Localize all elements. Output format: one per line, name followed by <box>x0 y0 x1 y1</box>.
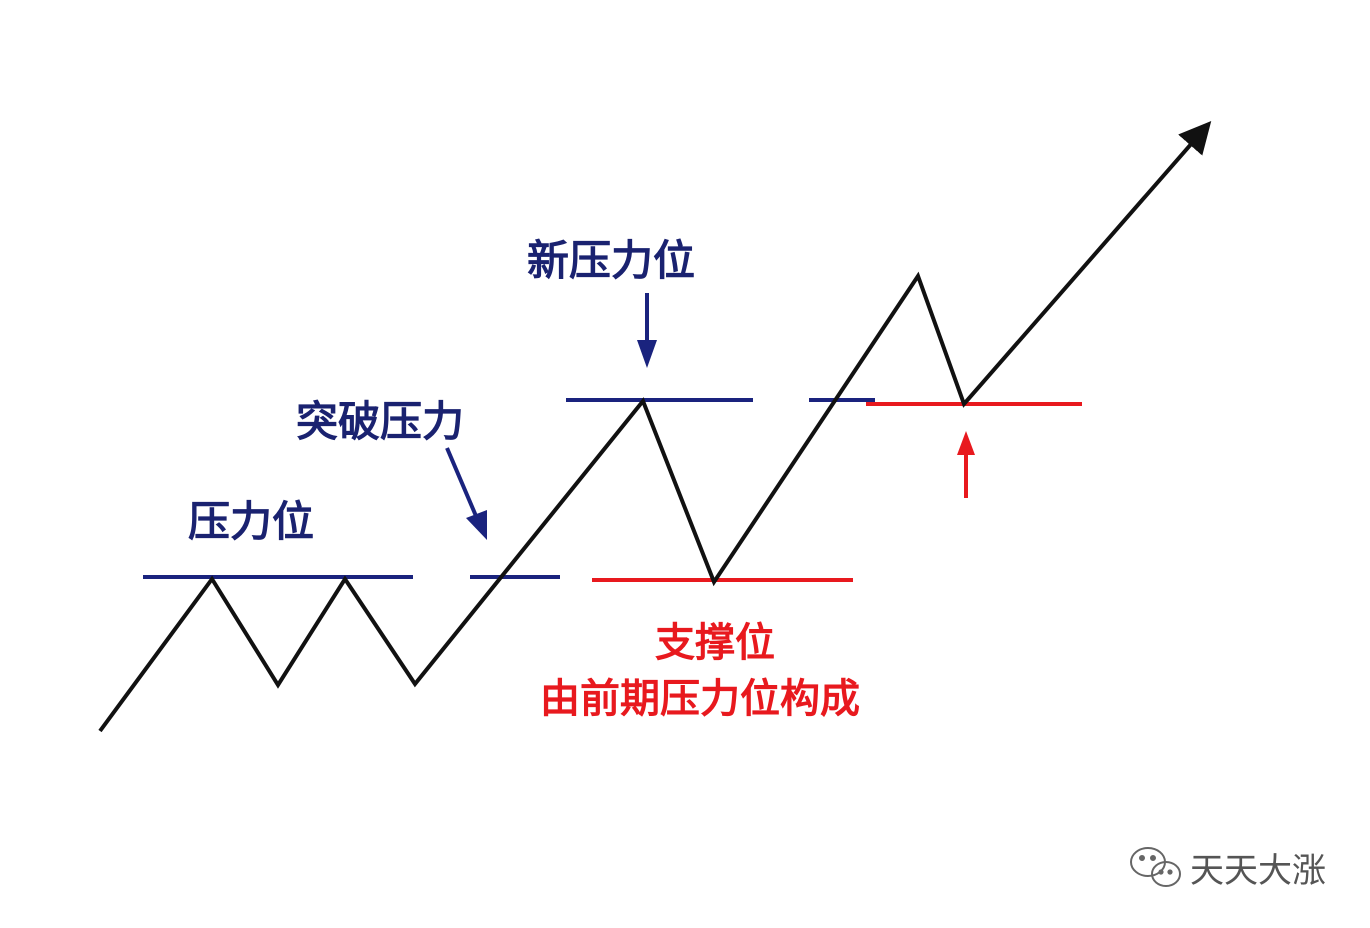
support-note-label: 由前期压力位构成 <box>540 676 860 722</box>
support-label: 支撑位 <box>655 620 775 666</box>
watermark-text: 天天大涨 <box>1190 851 1326 891</box>
breakthrough-label: 突破压力 <box>296 397 464 446</box>
new-resistance-arrow <box>637 293 657 368</box>
price-line <box>98 120 1212 733</box>
new-resistance-label: 新压力位 <box>527 236 695 285</box>
support-up-arrow <box>957 431 975 498</box>
breakthrough-arrow <box>445 447 487 540</box>
watermark: 天天大涨 <box>1130 847 1326 891</box>
wechat-icon <box>1130 847 1181 887</box>
resistance-label: 压力位 <box>188 497 314 546</box>
